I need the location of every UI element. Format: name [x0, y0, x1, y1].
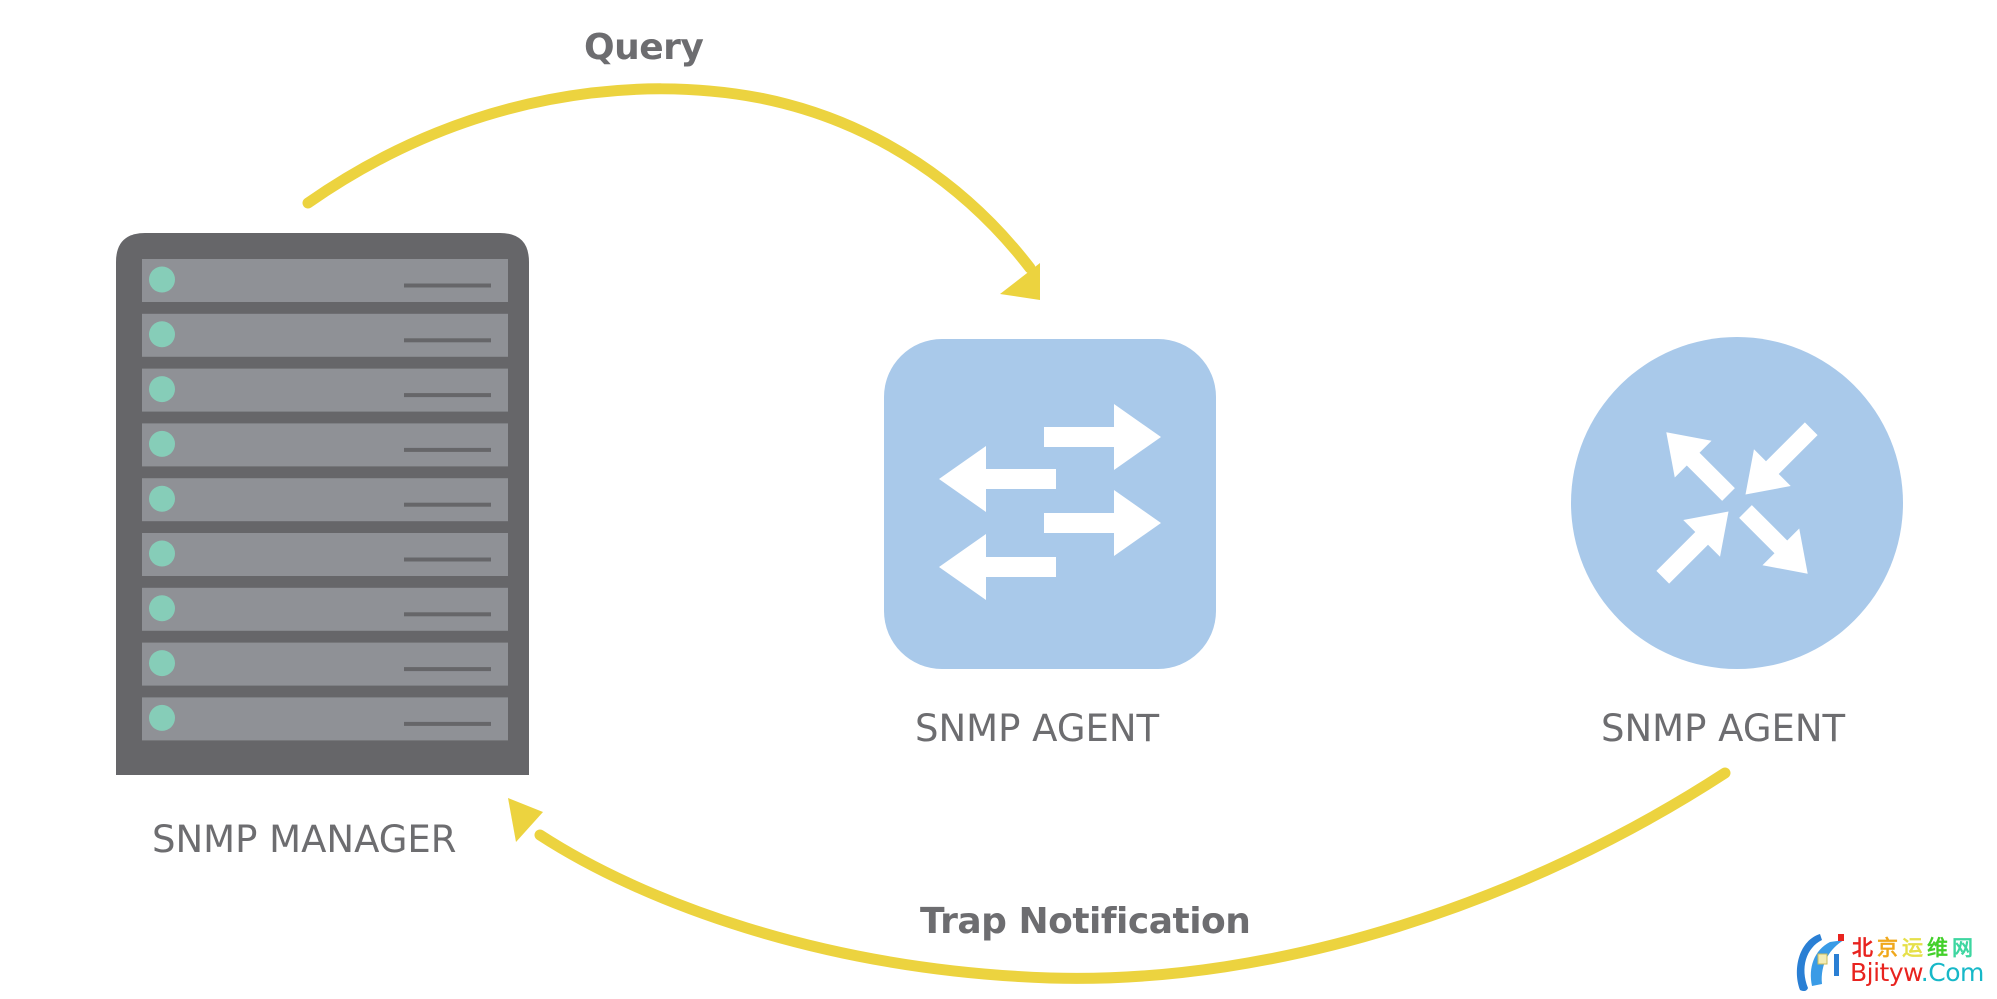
server-units [142, 259, 508, 741]
logo-swoosh-icon [1796, 934, 1844, 992]
server-unit [142, 533, 508, 576]
server-unit-panel [142, 423, 508, 467]
watermark-char: 京 [1877, 935, 1902, 960]
trap-arrow-line [534, 767, 1731, 984]
drive-slot-line [404, 612, 491, 617]
server-unit [142, 423, 508, 467]
arrow-left-icon [939, 534, 1056, 600]
watermark-char: 维 [1927, 935, 1952, 960]
server-unit-panel [142, 587, 508, 631]
status-led-icon [149, 540, 175, 567]
snmp-agent-switch-label: SNMP AGENT [915, 707, 1160, 750]
watermark-char: 北 [1852, 935, 1877, 960]
drive-slot-line [404, 338, 491, 343]
drive-slot-line [404, 447, 491, 452]
query-arrowhead [1000, 263, 1040, 300]
server-unit [142, 259, 508, 302]
status-led-icon [149, 430, 175, 457]
trap-notification-label: Trap Notification [920, 901, 1251, 942]
watermark-domain-tld: .Com [1920, 958, 1985, 987]
query-arrow [302, 83, 1040, 300]
server-rack-icon [116, 233, 529, 775]
router-arrows [1656, 422, 1818, 584]
status-led-icon [149, 650, 175, 677]
router-background [1571, 337, 1903, 669]
arrow-left-icon [939, 446, 1056, 512]
status-led-icon [149, 485, 175, 512]
status-led-icon [149, 321, 175, 348]
watermark-char: 运 [1902, 935, 1927, 960]
arrow-up-left-icon [1666, 432, 1735, 501]
status-led-icon [149, 266, 175, 293]
trap-arrow [508, 767, 1731, 984]
switch-arrows [939, 404, 1161, 600]
server-unit-panel [142, 697, 508, 741]
arrow-right-icon [1044, 490, 1161, 556]
watermark-char: 网 [1952, 935, 1977, 960]
watermark-domain-name: Bjityw [1850, 958, 1921, 987]
watermark-chinese-text: 北京运维网 [1852, 932, 1977, 962]
server-unit-panel [142, 313, 508, 357]
server-unit [142, 313, 508, 357]
server-unit [142, 368, 508, 412]
server-unit-panel [142, 368, 508, 412]
status-led-icon [149, 595, 175, 622]
server-unit [142, 697, 508, 741]
router-icon [1571, 337, 1903, 669]
drive-slot-line [404, 283, 491, 288]
arrow-down-left-icon [1656, 511, 1729, 584]
switch-background [884, 339, 1216, 669]
server-unit-panel [142, 259, 508, 302]
snmp-manager-label: SNMP MANAGER [152, 818, 457, 861]
trap-arrowhead [508, 798, 543, 842]
watermark-logo: 北京运维网 Bjityw.Com [1790, 928, 1995, 998]
drive-slot-line [404, 721, 491, 726]
query-label: Query [584, 27, 704, 68]
snmp-agent-router-label: SNMP AGENT [1601, 707, 1846, 750]
arrow-down-right-icon [1739, 505, 1808, 574]
status-led-icon [149, 376, 175, 403]
drive-slot-line [404, 667, 491, 672]
server-unit-panel [142, 642, 508, 686]
server-unit [142, 642, 508, 686]
arrow-up-right-icon [1745, 422, 1818, 495]
server-unit-panel [142, 533, 508, 576]
network-switch-icon [884, 339, 1216, 669]
query-arrow-line [302, 83, 1036, 274]
server-unit [142, 587, 508, 631]
drive-slot-line [404, 393, 491, 398]
server-unit-panel [142, 478, 508, 522]
watermark-domain-text: Bjityw.Com [1850, 958, 1984, 987]
drive-slot-line [404, 502, 491, 507]
drive-slot-line [404, 557, 491, 562]
status-led-icon [149, 704, 175, 731]
arrow-right-icon [1044, 404, 1161, 470]
server-unit [142, 478, 508, 522]
